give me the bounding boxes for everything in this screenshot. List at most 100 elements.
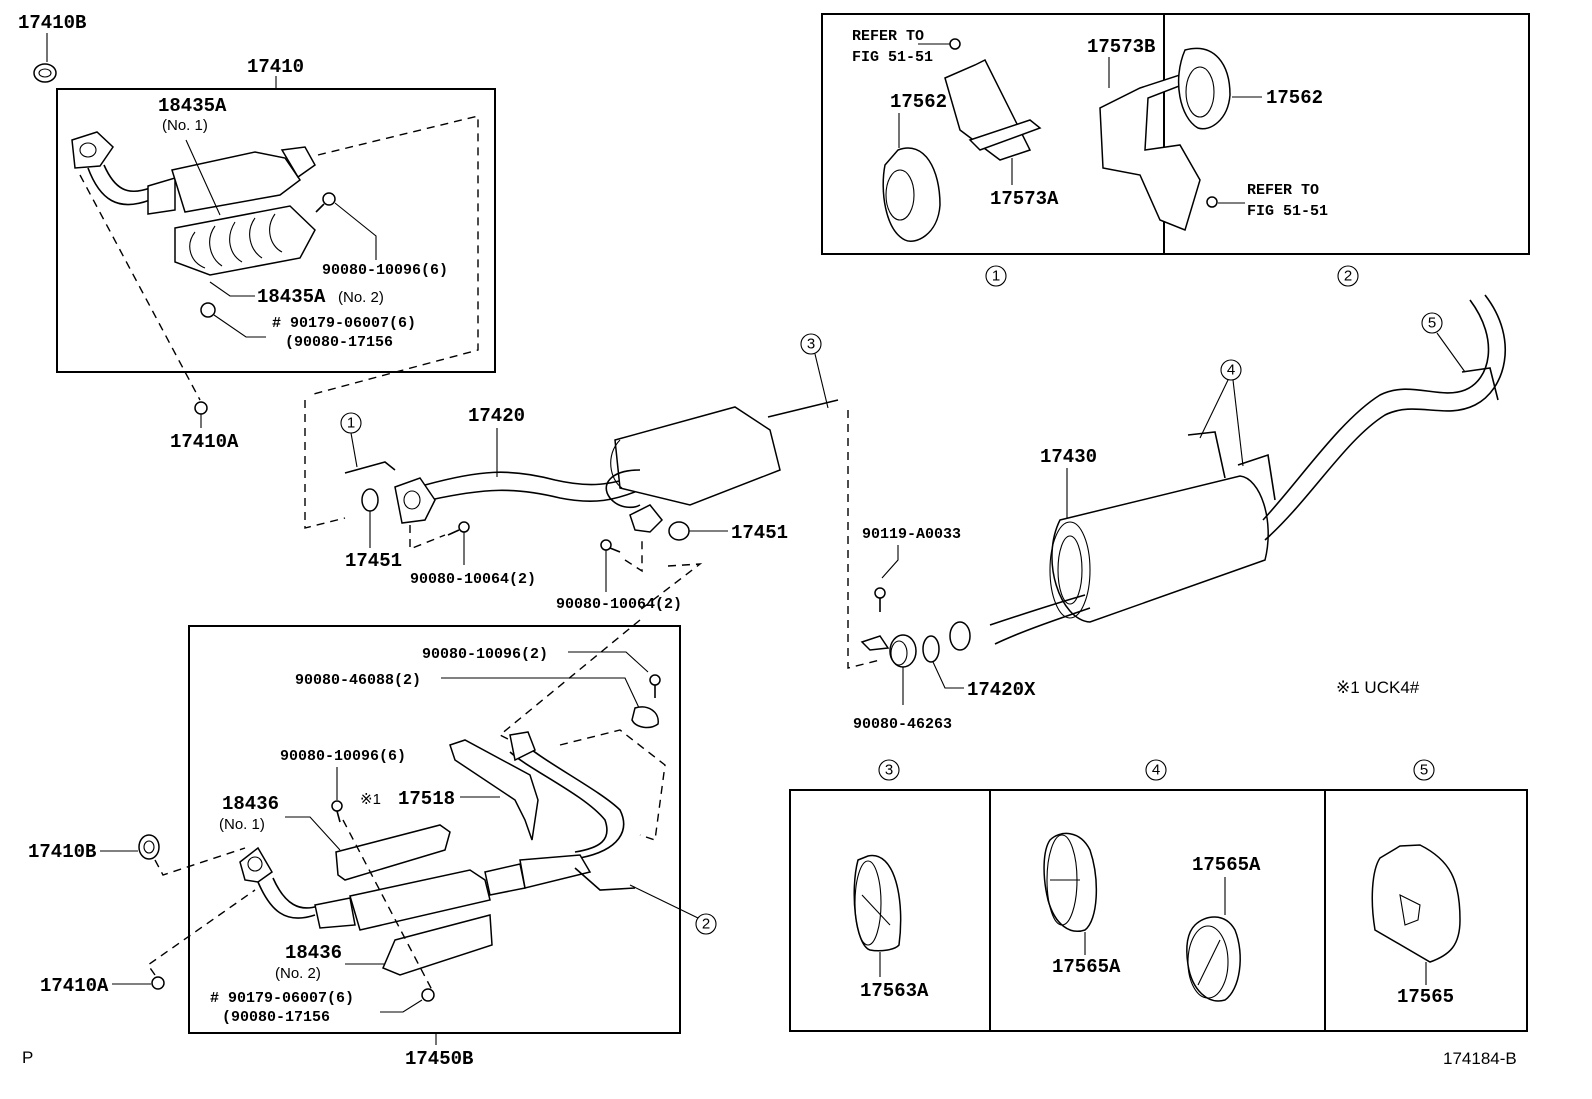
detail-panel-1-2: REFER TO FIG 51-51 17573A 17562 17573B 1… [821, 13, 1530, 287]
cushion-17562-1[interactable] [882, 147, 941, 242]
label-17450B: 17450B [405, 1048, 473, 1070]
bolt-90080-10096-6[interactable] [331, 800, 343, 823]
label-17573B: 17573B [1087, 36, 1155, 58]
label-90179-06007-top: # 90179-06007(6) [272, 315, 416, 332]
detail-1: REFER TO FIG 51-51 17573A 17562 [852, 28, 1059, 242]
spring-90080-46088[interactable] [631, 706, 659, 729]
label-note-1: ※1 [360, 791, 381, 808]
label-90080-10096-6-top: 90080-10096(6) [322, 262, 448, 279]
bolt-detail-2[interactable] [1206, 196, 1218, 208]
corner-mark: P [22, 1048, 33, 1067]
callout-1-detail[interactable]: 1 [992, 268, 1000, 285]
heat-insulator-18436-no2[interactable] [382, 914, 493, 976]
label-18435A-no1-sub: (No. 1) [162, 117, 208, 134]
cushion-17565[interactable] [1371, 844, 1461, 963]
label-refer-to-2: REFER TO [1247, 182, 1319, 199]
heat-insulator-18436-no1[interactable] [335, 824, 451, 881]
label-90080-10096-2: 90080-10096(2) [422, 646, 548, 663]
label-17410: 17410 [247, 56, 304, 78]
label-90080-46088-2: 90080-46088(2) [295, 672, 421, 689]
label-17420X: 17420X [967, 679, 1036, 701]
label-fig-51-51-2: FIG 51-51 [1247, 203, 1328, 220]
nut-90179-06007-top[interactable] [200, 302, 216, 318]
detail-2: 17573B 17562 REFER TO FIG 51-51 [1087, 36, 1328, 232]
label-18435A-no2-sub: (No. 2) [338, 289, 384, 306]
assembly-17410: 17410 17410B 18435A (No. 1) [18, 12, 496, 453]
figure-code: 174184-B [1443, 1049, 1517, 1068]
callout-3-main[interactable]: 3 [807, 336, 815, 353]
nut-17410A-top[interactable] [194, 401, 208, 415]
label-90179-06007-bottom: # 90179-06007(6) [210, 990, 354, 1007]
nut-90179-06007-bottom[interactable] [421, 988, 435, 1002]
insulator-17518[interactable] [449, 739, 539, 841]
label-18435A-no1: 18435A [158, 95, 227, 117]
callout-5-main[interactable]: 5 [1428, 315, 1436, 332]
label-17410A-bottom: 17410A [40, 975, 109, 997]
heat-insulator-18435A-no1[interactable] [174, 205, 316, 276]
gasket-17410B[interactable] [33, 63, 57, 83]
callout-2-detail[interactable]: 2 [1344, 268, 1352, 285]
nut-17410A-bottom[interactable] [151, 976, 165, 990]
pipe-17420[interactable] [394, 406, 781, 533]
label-18436-no1-sub: (No. 1) [219, 816, 265, 833]
label-18435A-no2: 18435A [257, 286, 326, 308]
detail-panel-3-4-5: 3 4 5 17563A 17565A 17565A [789, 759, 1528, 1032]
callout-1-main[interactable]: 1 [347, 415, 355, 432]
label-18436-no2-sub: (No. 2) [275, 965, 321, 982]
label-17410B-top: 17410B [18, 12, 86, 34]
gasket-17451-left[interactable] [361, 488, 379, 512]
label-17430: 17430 [1040, 446, 1097, 468]
center-pipe-17420: 1 3 17420 17451 17451 90080-10064(2) 900… [304, 333, 881, 669]
label-17451-left: 17451 [345, 550, 402, 572]
bolt-90080-10096-2[interactable] [649, 674, 661, 698]
label-fig-51-51-1: FIG 51-51 [852, 49, 933, 66]
label-90080-17156-bottom: (90080-17156 [222, 1009, 330, 1026]
cushion-17565A-a[interactable] [1043, 832, 1098, 932]
callout-4-detail[interactable]: 4 [1152, 762, 1160, 779]
bolt-90080-10064-left[interactable] [447, 521, 470, 536]
label-17565A-a: 17565A [1052, 956, 1121, 978]
label-refer-to-1: REFER TO [852, 28, 924, 45]
bolt-90080-10096-top[interactable] [315, 192, 336, 213]
cushion-17565A-b[interactable] [1186, 916, 1241, 1002]
bolt-detail-1[interactable] [949, 38, 961, 50]
bolt-90119-A0033[interactable] [874, 587, 886, 612]
muffler-17430[interactable] [949, 294, 1507, 651]
front-pipe-17410[interactable] [71, 131, 316, 215]
bolt-90080-10064-right[interactable] [600, 539, 621, 553]
callout-5-detail[interactable]: 5 [1420, 762, 1428, 779]
gasket-17410B-bottom[interactable] [138, 834, 160, 860]
label-90080-10096-6: 90080-10096(6) [280, 748, 406, 765]
label-18436-no1: 18436 [222, 793, 279, 815]
label-17565: 17565 [1397, 986, 1454, 1008]
label-17565A-b: 17565A [1192, 854, 1261, 876]
label-90119-A0033: 90119-A0033 [862, 526, 961, 543]
cushion-17562-2[interactable] [1177, 47, 1231, 130]
label-17410B-bottom: 17410B [28, 841, 96, 863]
front-pipe-17450B[interactable] [239, 731, 636, 931]
label-17562-1: 17562 [890, 91, 947, 113]
label-18436-no2: 18436 [285, 942, 342, 964]
gasket-17420X[interactable] [922, 635, 940, 663]
label-17420: 17420 [468, 405, 525, 427]
label-90080-10064-right: 90080-10064(2) [556, 596, 682, 613]
gasket-17451-right[interactable] [668, 521, 690, 541]
callout-2-main[interactable]: 2 [702, 916, 710, 933]
label-17573A: 17573A [990, 188, 1059, 210]
label-90080-10064-left: 90080-10064(2) [410, 571, 536, 588]
label-17563A: 17563A [860, 980, 929, 1002]
cushion-17563A[interactable] [853, 854, 902, 952]
label-17410A-top: 17410A [170, 431, 239, 453]
label-17518: 17518 [398, 788, 455, 810]
callout-3-detail[interactable]: 3 [885, 762, 893, 779]
label-17451-right: 17451 [731, 522, 788, 544]
assembly-17450B: 17450B 90080-10096(2) 90080-46088(2) 900… [28, 619, 717, 1070]
label-90080-17156-top: (90080-17156 [285, 334, 393, 351]
label-90080-46263: 90080-46263 [853, 716, 952, 733]
label-17562-2: 17562 [1266, 87, 1323, 109]
callout-4-main[interactable]: 4 [1227, 362, 1235, 379]
muffler-17420[interactable] [614, 406, 781, 506]
note-uck4: ※1 UCK4# [1336, 678, 1420, 697]
tail-pipe-17430: 4 5 17430 90119-A0033 90080-46263 17420X… [853, 294, 1507, 733]
